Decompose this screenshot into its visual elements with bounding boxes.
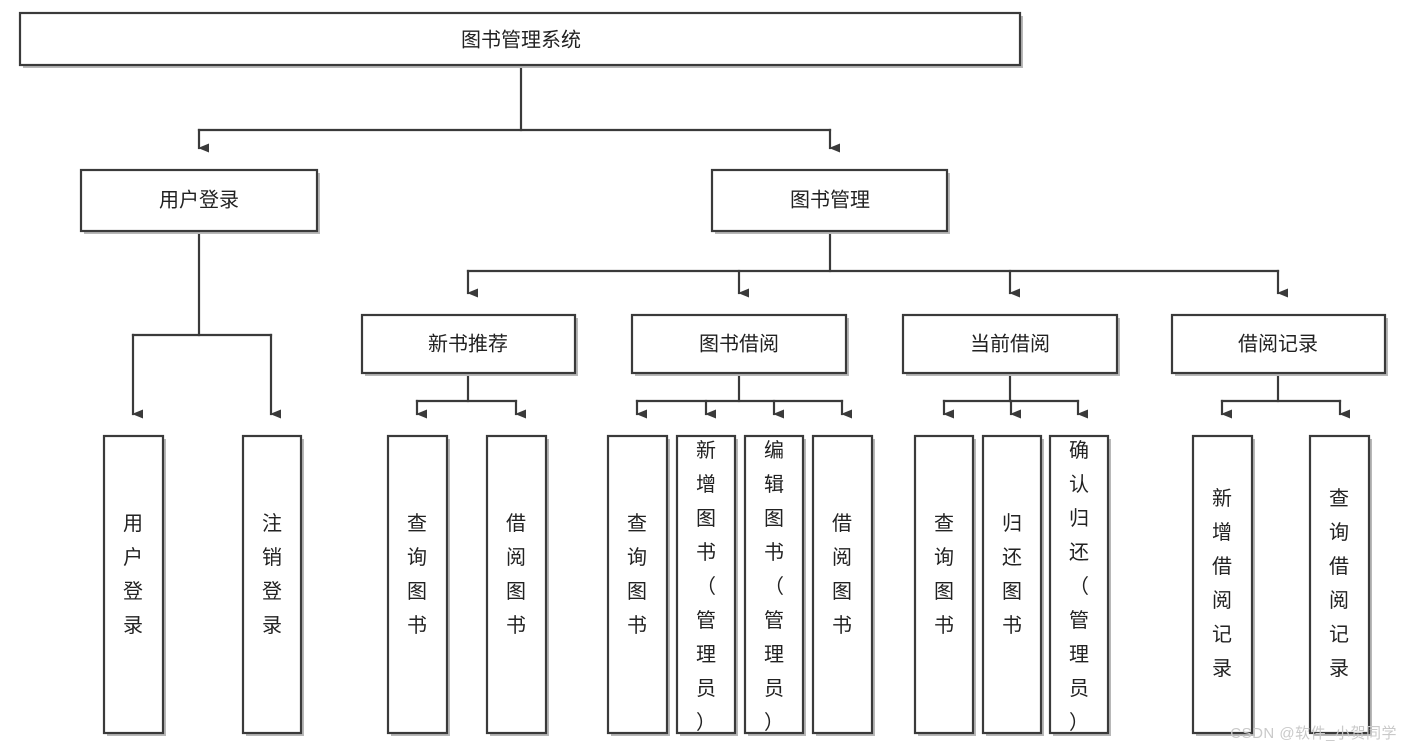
borrow-record-box	[1170, 313, 1387, 375]
leaf-label: 新增图书（管理员）	[696, 439, 716, 734]
leaf-user-login-1[interactable]: 用户登录	[102, 434, 166, 736]
connectors	[131, 66, 1350, 419]
borrow-record-label: 借阅记录	[1238, 332, 1318, 355]
user-login-label: 用户登录	[159, 188, 239, 211]
leaf-label: 借阅图书	[832, 512, 852, 637]
leaf-label: 查询图书	[934, 512, 954, 637]
book-management-box	[710, 168, 949, 233]
leaf-current-borrow-3[interactable]: 确认归还（管理员）	[1048, 434, 1111, 736]
node-borrow-record[interactable]: 借阅记录	[1170, 313, 1388, 376]
book-borrow-label: 图书借阅	[699, 332, 779, 355]
new-book-box	[360, 313, 577, 375]
leaf-box	[743, 434, 805, 735]
node-new-book-recommend[interactable]: 新书推荐	[360, 313, 578, 376]
leaf-box	[1191, 434, 1254, 735]
leaf-current-borrow-2[interactable]: 归还图书	[981, 434, 1044, 736]
leaf-book-borrow-2[interactable]: 新增图书（管理员）	[675, 434, 738, 736]
leaf-box	[102, 434, 165, 735]
node-root[interactable]: 图书管理系统	[18, 11, 1023, 68]
leaf-box	[981, 434, 1043, 735]
leaf-box	[811, 434, 874, 735]
new-book-label: 新书推荐	[428, 332, 508, 355]
leaf-current-borrow-1[interactable]: 查询图书	[913, 434, 976, 736]
leaf-label: 新增借阅记录	[1212, 487, 1232, 680]
leaf-label: 归还图书	[1002, 512, 1022, 637]
leaf-box	[675, 434, 737, 735]
root-label: 图书管理系统	[461, 28, 581, 51]
book-borrow-box	[630, 313, 848, 375]
leaf-book-borrow-1[interactable]: 查询图书	[606, 434, 670, 736]
current-borrow-label: 当前借阅	[970, 332, 1050, 355]
root-box	[18, 11, 1022, 67]
node-user-login[interactable]: 用户登录	[79, 168, 320, 234]
leaf-label: 编辑图书（管理员）	[764, 439, 784, 734]
node-book-borrow[interactable]: 图书借阅	[630, 313, 849, 376]
leaf-book-borrow-3[interactable]: 编辑图书（管理员）	[743, 434, 806, 736]
leaf-borrow-record-2[interactable]: 查询借阅记录	[1308, 434, 1372, 736]
book-management-label: 图书管理	[790, 188, 870, 211]
current-borrow-box	[901, 313, 1119, 375]
leaf-label: 查询借阅记录	[1329, 487, 1349, 680]
leaf-label: 注销登录	[262, 512, 282, 637]
leaf-box	[1048, 434, 1110, 735]
leaf-label: 查询图书	[627, 512, 647, 637]
leaf-new-book-1[interactable]: 查询图书	[386, 434, 450, 736]
leaf-label: 确认归还（管理员）	[1069, 439, 1089, 734]
leaf-user-login-2[interactable]: 注销登录	[241, 434, 304, 736]
leaf-label: 借阅图书	[506, 512, 526, 637]
leaf-box	[606, 434, 669, 735]
leaf-label: 查询图书	[407, 512, 427, 637]
leaf-label: 用户登录	[123, 513, 143, 637]
leaf-box	[913, 434, 975, 735]
leaf-box	[485, 434, 548, 735]
leaf-book-borrow-4[interactable]: 借阅图书	[811, 434, 875, 736]
leaf-box	[241, 434, 303, 735]
user-login-box	[79, 168, 319, 233]
leaf-box	[386, 434, 449, 735]
leaf-box	[1308, 434, 1371, 735]
leaf-new-book-2[interactable]: 借阅图书	[485, 434, 549, 736]
csdn-watermark: CSDN @软件_小贺同学	[1230, 725, 1397, 742]
node-book-management[interactable]: 图书管理	[710, 168, 950, 234]
leaf-borrow-record-1[interactable]: 新增借阅记录	[1191, 434, 1255, 736]
node-current-borrow[interactable]: 当前借阅	[901, 313, 1120, 376]
